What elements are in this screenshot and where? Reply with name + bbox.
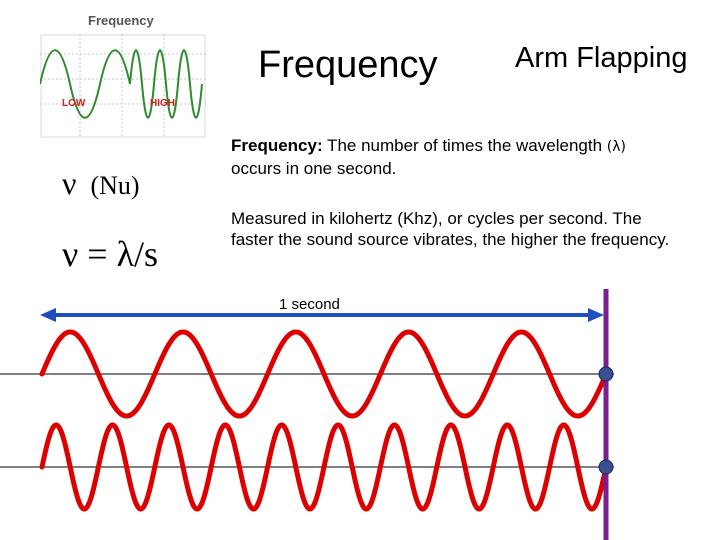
measurement-description: Measured in kilohertz (Khz), or cycles p…: [231, 209, 670, 249]
nu-symbol-line: ν (Nu): [62, 165, 140, 202]
one-second-label: 1 second: [279, 296, 340, 313]
wave-end-dot-2: [598, 459, 614, 475]
low-label: LOW: [62, 98, 86, 109]
low-frequency-wave: [40, 49, 131, 119]
slide-title: Frequency: [258, 44, 438, 86]
definition-text-1: The number of times the wavelength: [322, 136, 607, 155]
thumbnail-title: Frequency: [88, 13, 154, 28]
wave-end-dot-1: [598, 366, 614, 382]
high-frequency-wave: [39, 422, 609, 512]
high-label: HIGH: [150, 98, 175, 109]
frequency-definition: Frequency: The number of times the wavel…: [231, 135, 671, 179]
arrow-right-head-icon: [588, 308, 604, 322]
lambda-symbol: (λ): [606, 139, 626, 155]
slide-subtitle: Arm Flapping: [515, 42, 688, 74]
definition-text-2: occurs in one second.: [231, 159, 397, 178]
definition-term: Frequency:: [231, 136, 323, 155]
nu-name: (Nu): [90, 171, 140, 200]
nu-symbol: ν: [62, 165, 77, 201]
frequency-formula: ν = λ/s: [62, 234, 159, 274]
low-frequency-wave: [39, 329, 609, 419]
high-frequency-wave: [129, 49, 203, 119]
arrow-left-head-icon: [40, 308, 56, 322]
frequency-thumbnail-image: LOW HIGH: [40, 34, 206, 138]
